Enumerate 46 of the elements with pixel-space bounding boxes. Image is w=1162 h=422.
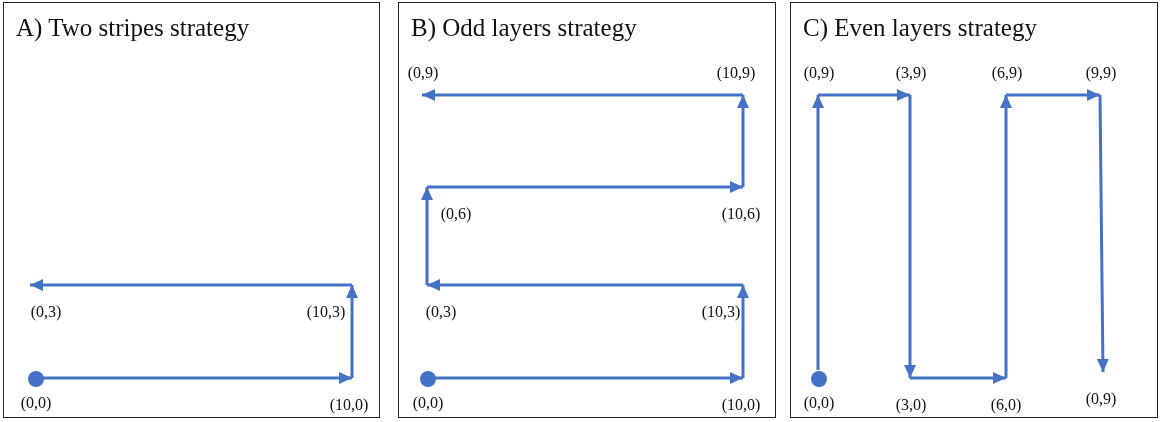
arrow: [421, 187, 433, 285]
coordinate-label: (0,3): [16, 286, 76, 322]
panel-frame: [790, 2, 1158, 418]
coordinate-label: (0,9): [1071, 373, 1131, 409]
panel-title: A) Two stripes strategy: [16, 13, 250, 43]
coordinate-label: (3,0): [881, 379, 941, 415]
start-dot: [420, 371, 436, 387]
arrow: [1000, 95, 1012, 378]
coordinate-label: (0,0): [20, 394, 52, 412]
coordinate-label: (0,9): [393, 62, 453, 96]
coordinate-label: (10,0): [711, 379, 771, 415]
arrow: [737, 95, 749, 187]
coordinate-label: (0,0): [412, 394, 444, 412]
coordinate-label: (0,0): [803, 394, 835, 412]
arrow: [910, 372, 1006, 384]
panel-title: B) Odd layers strategy: [411, 13, 637, 43]
panel-frame: [3, 2, 380, 418]
start-dot: [811, 371, 827, 387]
arrow: [818, 89, 910, 101]
arrow: [346, 285, 358, 378]
arrow: [1006, 89, 1100, 101]
coordinate-label: (0,3): [411, 286, 471, 322]
arrow: [904, 95, 916, 378]
start-dot: [28, 371, 44, 387]
coordinate-label: (0,9): [789, 62, 849, 96]
coordinate-label: (0,6): [426, 188, 486, 224]
panel-frame: [398, 2, 776, 418]
coordinate-label: (10,9): [706, 62, 766, 96]
coordinate-label: (6,9): [977, 62, 1037, 96]
arrow: [422, 89, 743, 101]
coordinate-label: (10,3): [296, 286, 356, 322]
arrow: [1096, 95, 1109, 372]
arrow: [737, 285, 749, 378]
coordinate-label: (10,3): [691, 286, 751, 322]
arrow: [43, 372, 352, 384]
arrow: [427, 279, 743, 291]
coordinate-label: (10,0): [319, 379, 379, 415]
coordinate-label: (6,0): [976, 379, 1036, 415]
arrow: [427, 181, 743, 193]
arrow: [812, 95, 824, 370]
coordinate-label: (10,6): [711, 188, 771, 224]
panel-title: C) Even layers strategy: [803, 13, 1037, 43]
arrow: [435, 372, 743, 384]
arrow: [30, 279, 352, 291]
coordinate-label: (3,9): [881, 62, 941, 96]
coordinate-label: (9,9): [1071, 62, 1131, 96]
